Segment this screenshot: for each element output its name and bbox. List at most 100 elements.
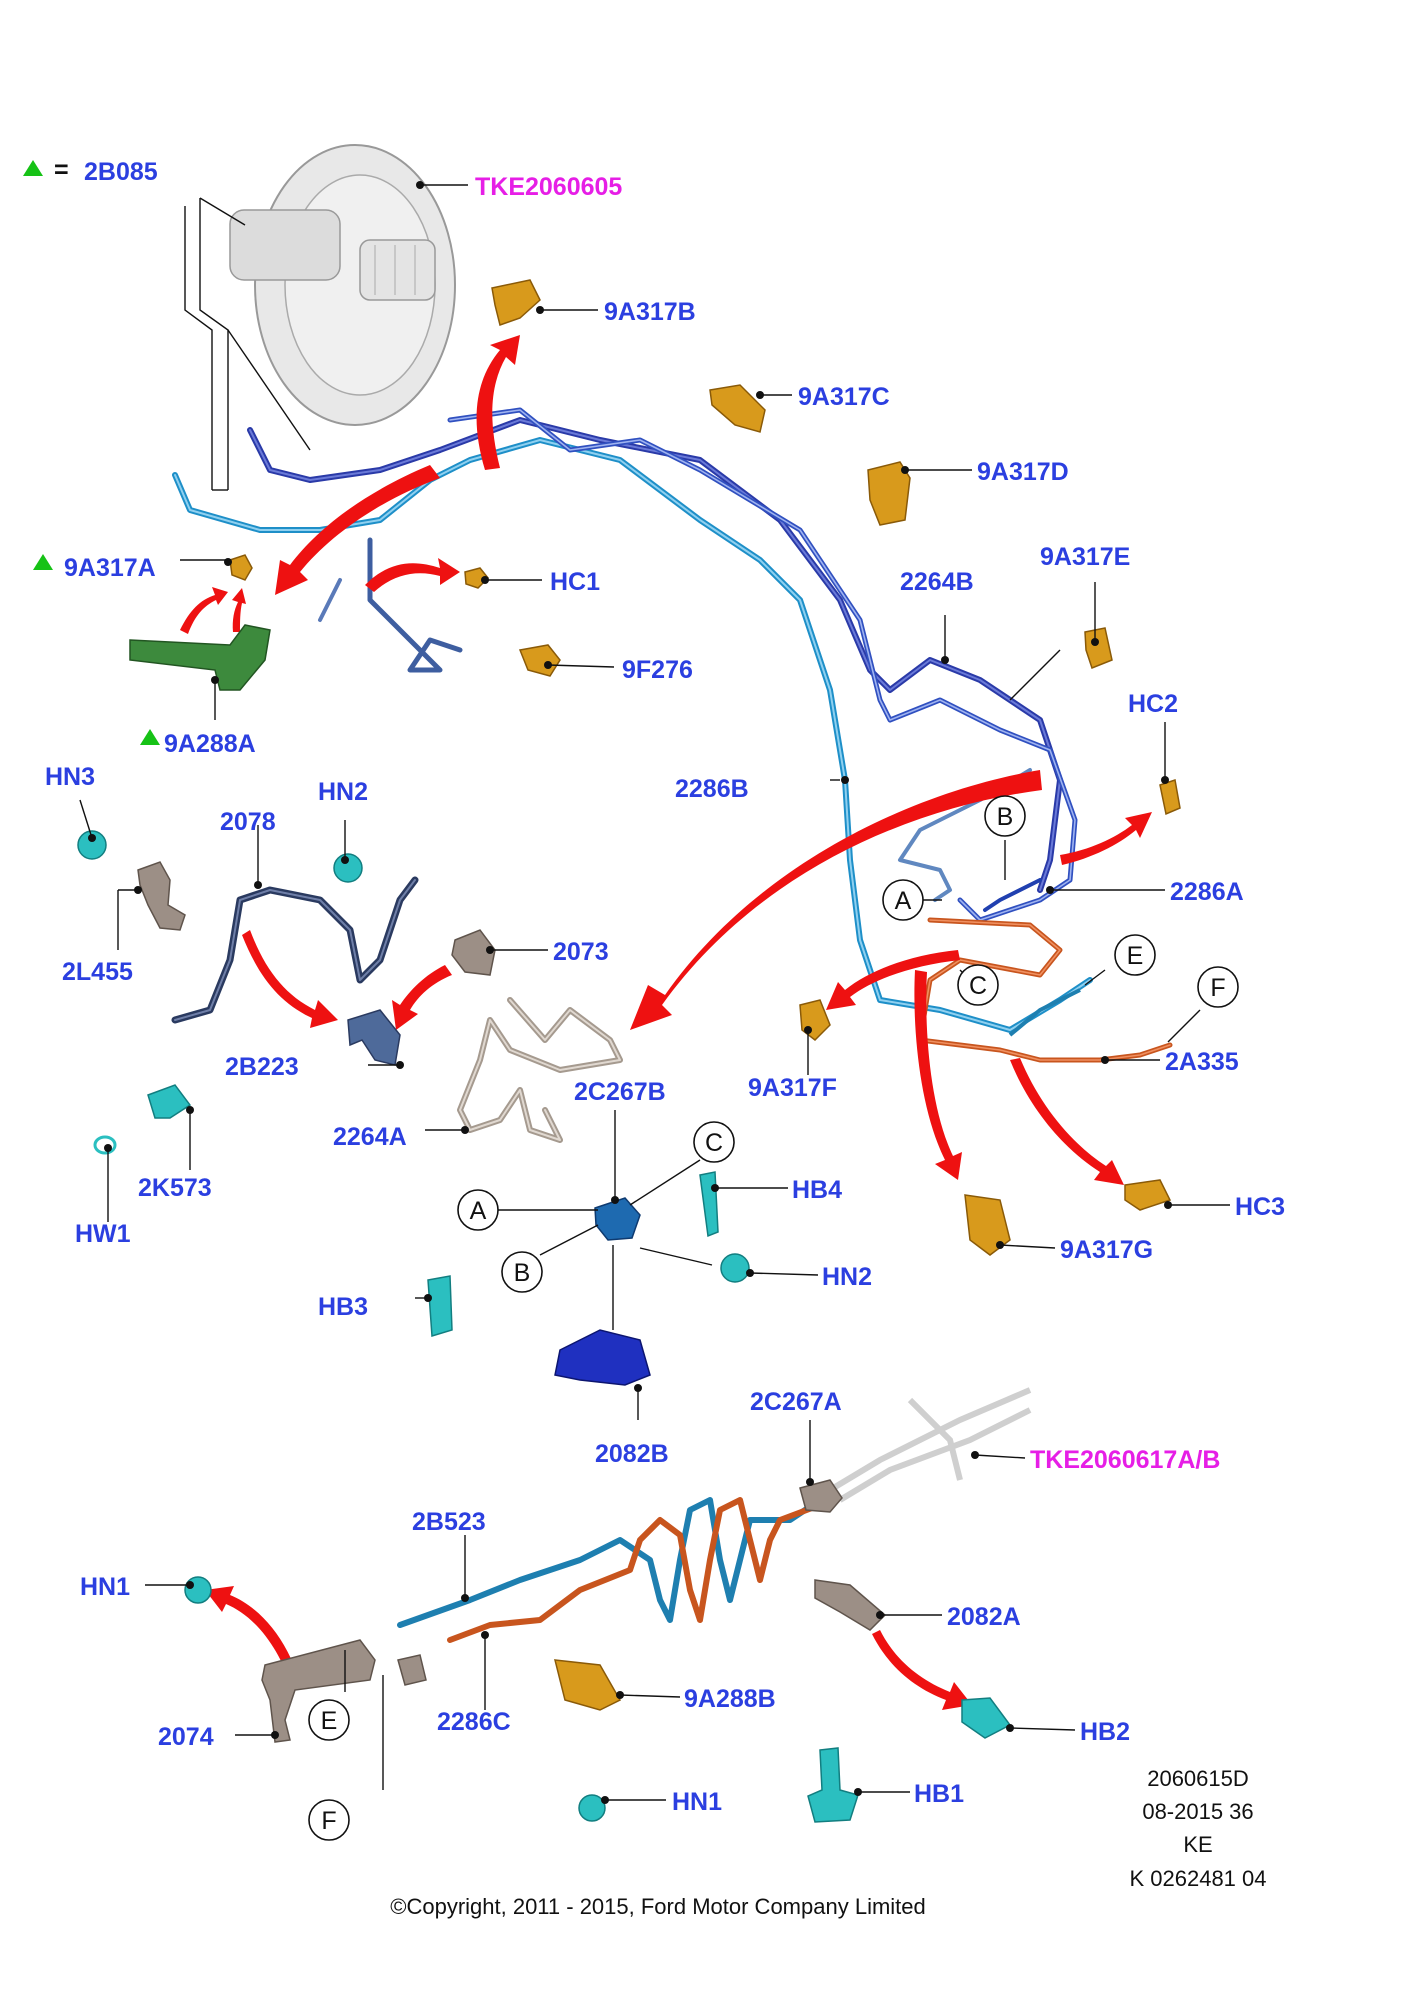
label-2C267B: 2C267B xyxy=(574,1078,666,1106)
block-2C267A-icon xyxy=(799,1479,843,1513)
brake-line-2B523 xyxy=(397,1497,823,1628)
arrow-to-9A317A xyxy=(275,465,440,595)
label-HB4: HB4 xyxy=(792,1176,842,1204)
bolt-HB4-icon xyxy=(699,1171,719,1238)
connector-E-bottom: E xyxy=(321,1707,338,1735)
label-2264A: 2264A xyxy=(333,1123,407,1151)
connector-E-top: E xyxy=(1127,942,1144,970)
arrow-to-HC1 xyxy=(365,558,460,592)
label-2286B: 2286B xyxy=(675,775,749,803)
connector-A-mid: A xyxy=(470,1197,487,1225)
label-2286A: 2286A xyxy=(1170,878,1244,906)
info-line-4: K 0262481 04 xyxy=(1129,1866,1266,1891)
arrow-to-HC2 xyxy=(1060,812,1152,865)
parts xyxy=(77,279,1181,1823)
label-HN2-mid: HN2 xyxy=(822,1263,872,1291)
clip-9A317F-icon xyxy=(799,999,831,1041)
label-2073: 2073 xyxy=(553,938,609,966)
label-HB1: HB1 xyxy=(914,1780,964,1808)
clip-HC3-icon xyxy=(1124,1179,1172,1211)
arrow-bracket-to-9A317A-1 xyxy=(180,587,228,634)
label-2074: 2074 xyxy=(158,1723,214,1751)
info-line-3: KE xyxy=(1183,1832,1212,1857)
brake-line-2078 xyxy=(171,876,419,1024)
label-TKE2060617AB: TKE2060617A/B xyxy=(1030,1446,1220,1474)
label-HC3: HC3 xyxy=(1235,1193,1285,1221)
legend-equals: = xyxy=(54,156,69,184)
connector-B-top: B xyxy=(997,803,1014,831)
bolt-HB3-icon xyxy=(427,1275,453,1337)
label-9A317G: 9A317G xyxy=(1060,1236,1153,1264)
clip-9A317B-icon xyxy=(491,279,541,326)
connector-F-top: F xyxy=(1210,974,1225,1002)
copyright: ©Copyright, 2011 - 2015, Ford Motor Comp… xyxy=(390,1894,926,1919)
bracket-2074-icon xyxy=(261,1639,376,1743)
label-2B523: 2B523 xyxy=(412,1508,486,1536)
clip-9A317C-icon xyxy=(709,384,766,433)
leader-lines xyxy=(79,181,1230,1804)
connector-F-bottom: F xyxy=(321,1807,336,1835)
label-2C267A: 2C267A xyxy=(750,1388,842,1416)
clip-2073-icon xyxy=(451,929,496,976)
label-2082A: 2082A xyxy=(947,1603,1021,1631)
label-2286C: 2286C xyxy=(437,1708,511,1736)
label-HN1-bottom: HN1 xyxy=(672,1788,722,1816)
nut-HN3-icon xyxy=(77,830,107,860)
label-9A288A: 9A288A xyxy=(164,730,256,758)
red-arrows xyxy=(180,335,1152,1710)
bracket-2082A-icon xyxy=(814,1579,887,1631)
arrow-to-2B223-left xyxy=(242,930,338,1028)
label-9F276: 9F276 xyxy=(622,656,693,684)
brake-line-E-branch xyxy=(1008,988,1081,1037)
brake-booster-illustration xyxy=(229,144,456,426)
label-HW1: HW1 xyxy=(75,1220,131,1248)
bolt-HB2-icon xyxy=(961,1697,1012,1739)
arrow-to-9A317F xyxy=(826,950,960,1010)
info-line-2: 08-2015 36 xyxy=(1142,1799,1253,1824)
legend-part-number: 2B085 xyxy=(84,158,158,186)
label-HB3: HB3 xyxy=(318,1293,368,1321)
brake-line-2286C xyxy=(447,1497,823,1643)
info-block: 2060615D 08-2015 36 KE K 0262481 04 xyxy=(1129,1766,1266,1891)
label-2L455: 2L455 xyxy=(62,958,133,986)
brake-line-9F276-branch xyxy=(318,537,463,673)
arrow-to-9A317G xyxy=(914,970,962,1180)
nut-HN1-top-icon xyxy=(184,1576,212,1604)
connector-C-top: C xyxy=(969,972,987,1000)
nut-HN2-mid-icon xyxy=(720,1253,750,1283)
label-TKE2060605: TKE2060605 xyxy=(475,173,622,201)
bolt-HB1-icon xyxy=(807,1747,859,1823)
arrow-to-HC3 xyxy=(1010,1058,1124,1185)
clip-HC2-icon xyxy=(1159,779,1181,816)
connector-C-mid: C xyxy=(705,1129,723,1157)
label-HN3: HN3 xyxy=(45,763,95,791)
label-2B223: 2B223 xyxy=(225,1053,299,1081)
arrow-bracket-to-9A317A-2 xyxy=(232,588,246,632)
connector-A-top: A xyxy=(895,887,912,915)
bracket-2082B-icon xyxy=(554,1329,651,1386)
legend: = 2B085 xyxy=(23,156,158,186)
arrow-to-HN1 xyxy=(205,1586,295,1672)
brake-line-2264A xyxy=(457,997,623,1143)
label-2078: 2078 xyxy=(220,808,276,836)
block-2C267B-icon xyxy=(594,1197,641,1241)
label-9A288B: 9A288B xyxy=(684,1685,776,1713)
part-labels: TKE2060605 9A317B 9A317C 9A317D 9A317A H… xyxy=(45,173,1285,1816)
label-2082B: 2082B xyxy=(595,1440,669,1468)
arrow-to-9A317B xyxy=(476,335,520,470)
clip-9A317E-icon xyxy=(1084,627,1113,669)
clip-9F276-icon xyxy=(518,644,561,677)
nut-HN1-bottom-icon xyxy=(578,1794,606,1822)
booster-leader-lines xyxy=(184,197,311,491)
label-9A317F: 9A317F xyxy=(748,1074,837,1102)
label-9A317B: 9A317B xyxy=(604,298,696,326)
bracket-9A288A-icon xyxy=(129,624,271,691)
label-HC2: HC2 xyxy=(1128,690,1178,718)
label-HN1-top: HN1 xyxy=(80,1573,130,1601)
ghost-lines-TKE2060617 xyxy=(828,1387,1032,1503)
clip-2074-end-icon xyxy=(397,1654,427,1686)
connector-circles: A B C E F A B C E F xyxy=(308,795,1239,1841)
clip-9A317A-icon xyxy=(229,554,253,581)
label-9A317C: 9A317C xyxy=(798,383,890,411)
